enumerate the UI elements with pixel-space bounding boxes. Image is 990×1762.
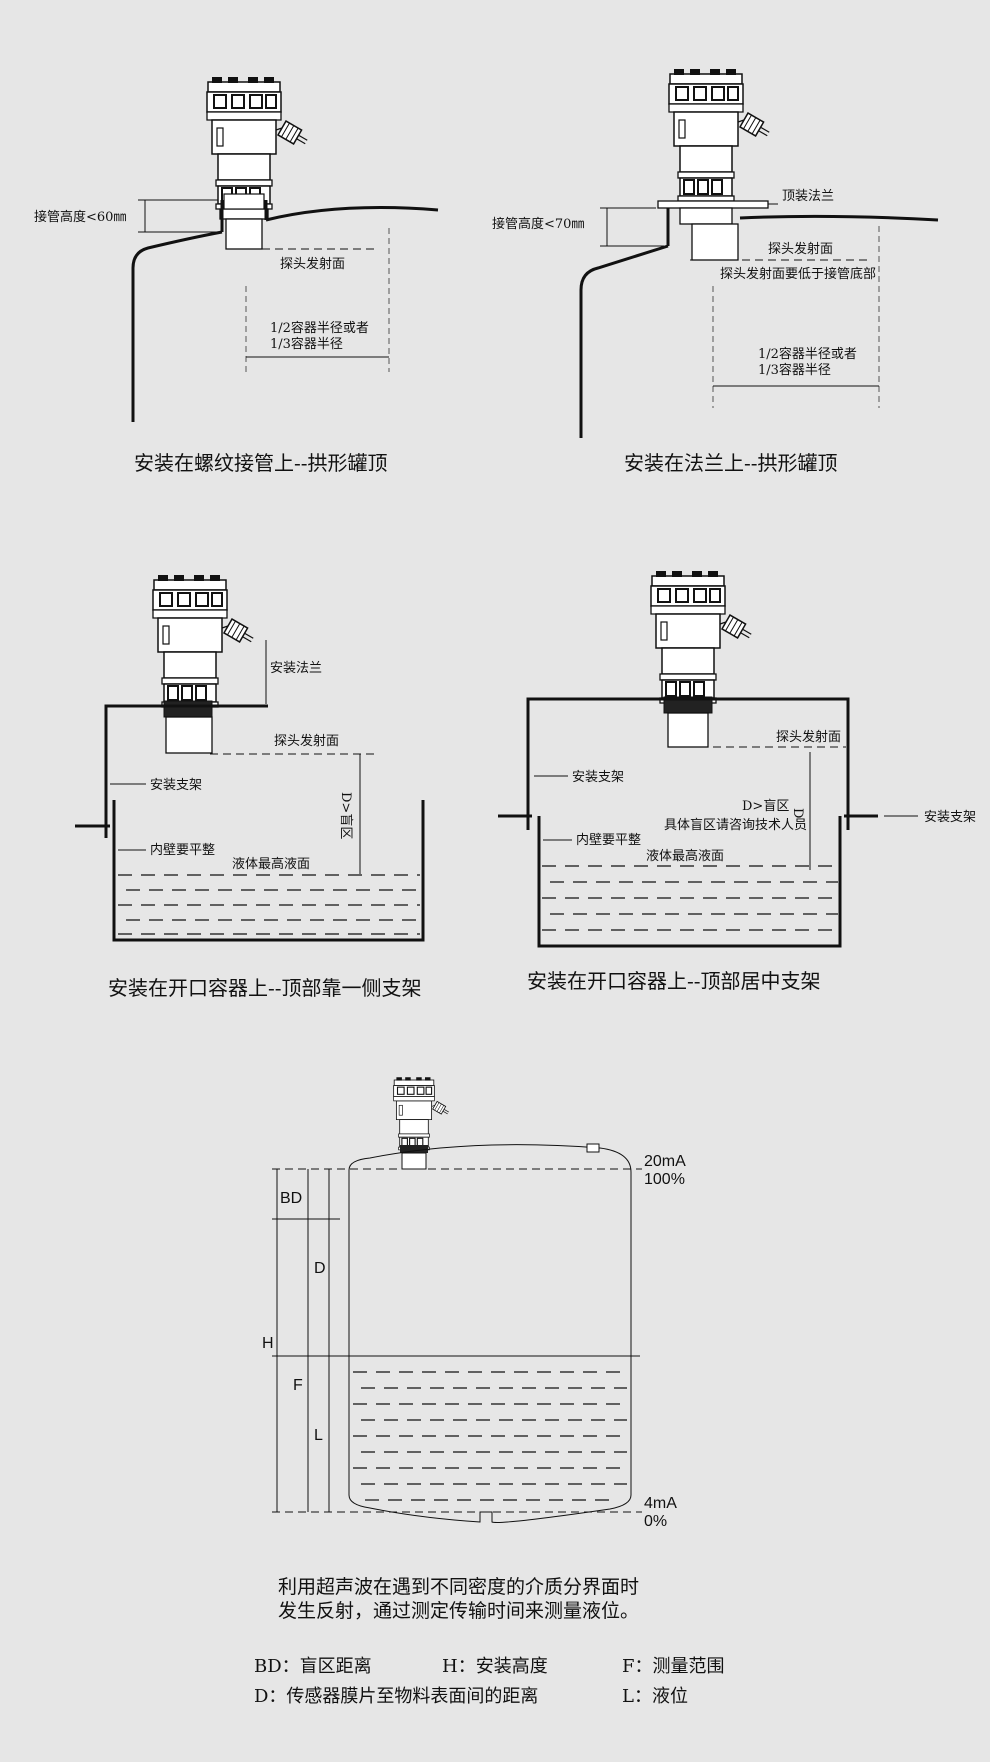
legend-f: F：测量范围 xyxy=(622,1656,725,1677)
legend-bd: BD：盲区距离 xyxy=(254,1656,372,1677)
tank-dome xyxy=(265,206,439,222)
top-flange-label: 顶装法兰 xyxy=(782,189,834,204)
l-label: L xyxy=(314,1427,323,1444)
legend-h: H：安装高度 xyxy=(442,1656,548,1677)
h-label: H xyxy=(262,1335,274,1352)
caption-open-center: 安装在开口容器上--顶部居中支架 xyxy=(527,969,821,993)
panel-open-center-bracket: 探头发射面 D>盲区 D 具体盲区请咨询技术人员 安装支架 安装支架 内壁要平整… xyxy=(498,570,976,993)
bracket xyxy=(104,704,268,838)
legend-l: L：液位 xyxy=(622,1686,688,1707)
bracket-label: 安装支架 xyxy=(150,778,202,793)
probe-face-label: 探头发射面 xyxy=(280,256,345,272)
top-current-label: 20mA xyxy=(644,1153,686,1170)
radius-label-2: 1/3容器半径 xyxy=(758,362,831,378)
bracket-right-label: 安装支架 xyxy=(924,810,976,825)
max-level-label: 液体最高液面 xyxy=(646,848,724,864)
consult-label: 具体盲区请咨询技术人员 xyxy=(664,817,807,833)
top-flange xyxy=(657,200,769,209)
panel-measurement-tank: BD D H F L 20mA 100% 4mA 0% xyxy=(262,1076,686,1530)
liquid xyxy=(353,1371,627,1501)
liquid xyxy=(542,865,838,931)
panel-open-side-bracket: 安装法兰 探头发射面 D>盲区 安装支架 内壁要平整 液体最高液面 安装在开口容… xyxy=(75,574,425,1000)
sensor-icon xyxy=(206,76,312,210)
panel-threaded-pipe: 接管高度<60㎜ 探头发射面 1/2容器半径或者 1/3容器半径 安装在螺纹接管… xyxy=(34,76,439,475)
sensor-icon xyxy=(152,574,258,708)
container xyxy=(112,800,425,942)
container xyxy=(537,816,842,948)
description-line-2: 发生反射，通过测定传输时间来测量液位。 xyxy=(278,1600,639,1622)
bracket-label: 安装支架 xyxy=(572,770,624,785)
blind-zone-label: D>盲区 xyxy=(338,792,354,839)
liquid xyxy=(118,874,420,935)
tank-wall xyxy=(579,244,669,438)
probe-face-label: 探头发射面 xyxy=(274,733,339,749)
d-label: D xyxy=(790,808,805,818)
radius-label-1: 1/2容器半径或者 xyxy=(758,346,857,362)
probe-face-label: 探头发射面 xyxy=(768,241,833,257)
bottom-current-label: 4mA xyxy=(644,1495,677,1512)
bracket xyxy=(526,697,850,830)
probe-face-label: 探头发射面 xyxy=(776,729,841,745)
panel-flange-mount: 接管高度<70㎜ 顶装法兰 探头发射面 探头发射面要低于接管底部 1/2容器半径… xyxy=(492,68,939,475)
top-percent-label: 100% xyxy=(644,1171,685,1188)
caption-flange: 安装在法兰上--拱形罐顶 xyxy=(624,451,838,475)
caption-threaded: 安装在螺纹接管上--拱形罐顶 xyxy=(134,451,388,475)
blind-zone-label: D>盲区 xyxy=(742,798,789,814)
wall-label: 内壁要平整 xyxy=(576,832,641,848)
description-line-1: 利用超声波在遇到不同密度的介质分界面时 xyxy=(278,1576,639,1598)
sensor-icon xyxy=(393,1076,451,1151)
probe-note-label: 探头发射面要低于接管底部 xyxy=(720,266,876,282)
wall-label: 内壁要平整 xyxy=(150,842,215,858)
pipe-height-label: 接管高度<70㎜ xyxy=(492,216,584,232)
pipe-height-label: 接管高度<60㎜ xyxy=(34,209,126,225)
max-level-label: 液体最高液面 xyxy=(232,856,310,872)
legend-d: D：传感器膜片至物料表面间的距离 xyxy=(254,1686,538,1707)
caption-open-side: 安装在开口容器上--顶部靠一侧支架 xyxy=(108,976,422,1000)
radius-label-2: 1/3容器半径 xyxy=(270,336,343,352)
bottom-percent-label: 0% xyxy=(644,1513,667,1530)
tank-wall xyxy=(131,230,223,422)
tank xyxy=(348,1144,632,1523)
bd-label: BD xyxy=(280,1190,302,1207)
f-label: F xyxy=(293,1377,303,1394)
radius-label-1: 1/2容器半径或者 xyxy=(270,320,369,336)
sensor-icon xyxy=(668,68,774,202)
flange-label: 安装法兰 xyxy=(270,661,322,676)
sensor-icon xyxy=(650,570,756,704)
d-label: D xyxy=(314,1260,326,1277)
